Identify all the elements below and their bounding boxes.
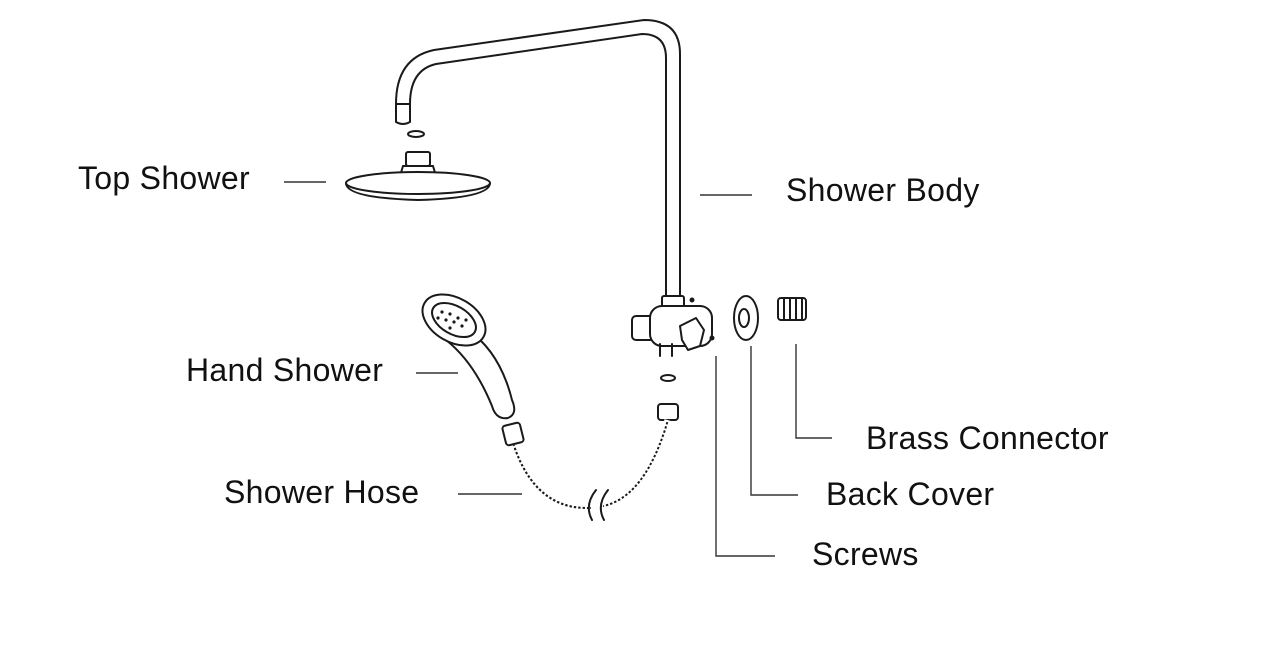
label-back-cover: Back Cover xyxy=(826,476,995,512)
top-shower-head xyxy=(345,151,491,201)
hand-shower-holder xyxy=(679,317,705,351)
screw-dot-1 xyxy=(689,297,695,303)
screw-dot-2 xyxy=(709,335,715,341)
shower-body xyxy=(395,19,681,301)
washer-bottom xyxy=(660,374,676,382)
label-shower-body: Shower Body xyxy=(786,172,980,208)
leader-brass-connector xyxy=(795,344,832,439)
label-hand-shower: Hand Shower xyxy=(186,352,384,388)
valve-body xyxy=(631,295,715,357)
shower-arm-outlet xyxy=(395,103,411,125)
label-brass-connector: Brass Connector xyxy=(866,420,1109,456)
hand-shower xyxy=(421,293,516,420)
label-top-shower: Top Shower xyxy=(78,160,250,196)
shower-hose xyxy=(501,403,679,521)
washer-top xyxy=(407,130,425,138)
leader-screws xyxy=(715,356,775,557)
leader-back-cover xyxy=(750,346,798,496)
brass-connector xyxy=(777,297,807,321)
label-screws: Screws xyxy=(812,536,919,572)
label-shower-hose: Shower Hose xyxy=(224,474,420,510)
back-cover xyxy=(733,295,759,341)
